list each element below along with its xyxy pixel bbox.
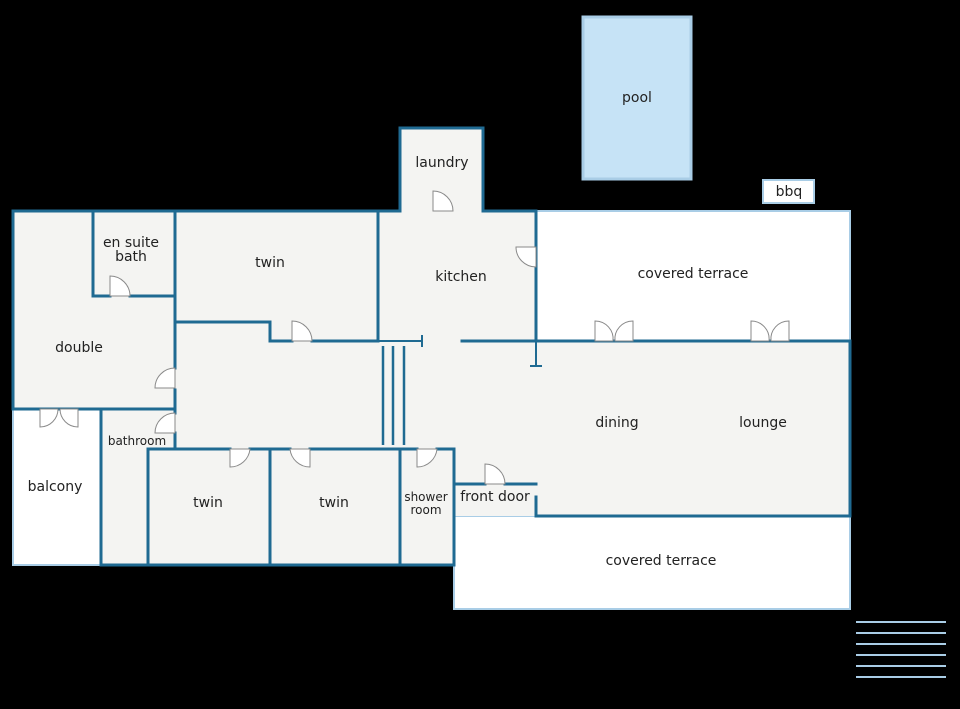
double-label: double: [55, 340, 103, 356]
stairs: [381, 346, 406, 445]
dining-label: dining: [595, 415, 638, 431]
front-door-label: front door: [460, 489, 530, 505]
laundry-label: laundry: [415, 155, 468, 171]
pool-area: [581, 15, 693, 181]
en-suite-label-line1: en suite: [103, 235, 159, 251]
interior-floor: [13, 128, 850, 565]
bbq-label: bbq: [776, 184, 803, 200]
bathroom-label: bathroom: [108, 434, 166, 448]
pool-label: pool: [622, 90, 652, 106]
covered-terrace-top-label: covered terrace: [638, 266, 749, 282]
door-swings: [39, 190, 790, 485]
covered-terrace-bottom-label: covered terrace: [606, 553, 717, 569]
covered-terrace-bottom-area: [453, 515, 851, 610]
shower-label-line1: shower: [404, 490, 447, 504]
balcony-label: balcony: [28, 479, 83, 495]
bbq-area: [762, 179, 815, 204]
kitchen-label: kitchen: [435, 269, 487, 285]
twin-bottom-left-label: twin: [193, 495, 223, 511]
en-suite-label-line2: bath: [115, 249, 147, 265]
twin-top-label: twin: [255, 255, 285, 271]
walls: [11, 126, 852, 567]
pool-steps-lines: [856, 621, 946, 678]
shower-label-line2: room: [410, 503, 441, 517]
covered-terrace-top-area: [535, 210, 851, 342]
twin-bottom-mid-label: twin: [319, 495, 349, 511]
room-labels: pool bbq laundry en suite bath twin kitc…: [28, 90, 803, 569]
balcony-area: [12, 408, 102, 566]
lounge-label: lounge: [739, 415, 787, 431]
